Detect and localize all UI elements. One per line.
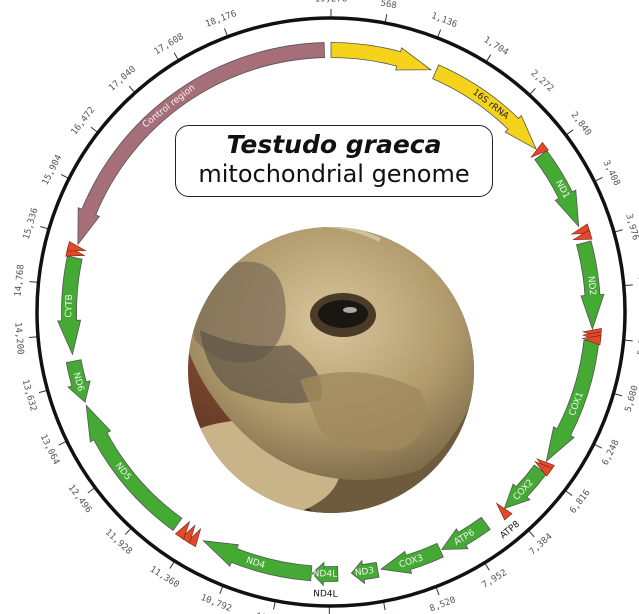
gene-label-16s-rrna: 16S rRNA [470,88,511,123]
tick-label: 568 [380,0,398,11]
tick-label: 14,200 [12,322,25,355]
gene-label-nd4l: ND4L [313,569,338,580]
gene-arrow-nd5 [86,405,182,530]
tick-label: 11,928 [103,528,134,557]
tick-label: 1,136 [430,11,459,30]
tick-label: 14,768 [13,264,26,297]
tick-label: 16,472 [70,105,98,137]
gene-label-control-region: Control region [141,83,197,130]
tick-label: 13,632 [20,378,38,412]
tick-label: 2,840 [569,110,593,138]
species-name: Testudo graeca [176,130,492,159]
gene-label-nd4l: ND4L [313,589,338,599]
gene-label-cytb: CYTB [64,294,75,318]
title-box: Testudo graeca mitochondrial genome [175,125,493,197]
gene-label-nd2: ND2 [585,276,597,296]
tick-label: 15,904 [41,153,65,187]
tick-label: 3,408 [601,159,622,188]
tick-label: 19,278 [315,0,348,5]
gene-arrow-rrna-12s [331,43,431,70]
tick-label: 13,064 [38,433,61,467]
tick-label: 17,040 [107,64,138,93]
tick-label: 11,360 [148,565,181,591]
tick-label: 8,520 [428,595,457,614]
tick-label: 7,952 [481,568,509,591]
tick-label: 6,248 [601,438,622,467]
tick-label: 7,384 [528,532,555,558]
genome-subtitle: mitochondrial genome [176,160,492,188]
tick-label: 10,792 [199,593,233,614]
tick-label: 6,816 [568,488,592,516]
trna-marker [67,242,86,251]
tick-label: 3,976 [623,213,639,242]
tick-label: 18,176 [204,9,238,30]
tortoise-photo [160,216,560,540]
tick-label: 17,608 [153,32,186,57]
tick-label: 5,680 [624,384,639,413]
tick-label: 2,272 [528,69,555,95]
tick-label: 12,496 [66,483,93,515]
tick-label: 15,336 [22,207,41,241]
tick-label: 1,704 [482,35,510,58]
